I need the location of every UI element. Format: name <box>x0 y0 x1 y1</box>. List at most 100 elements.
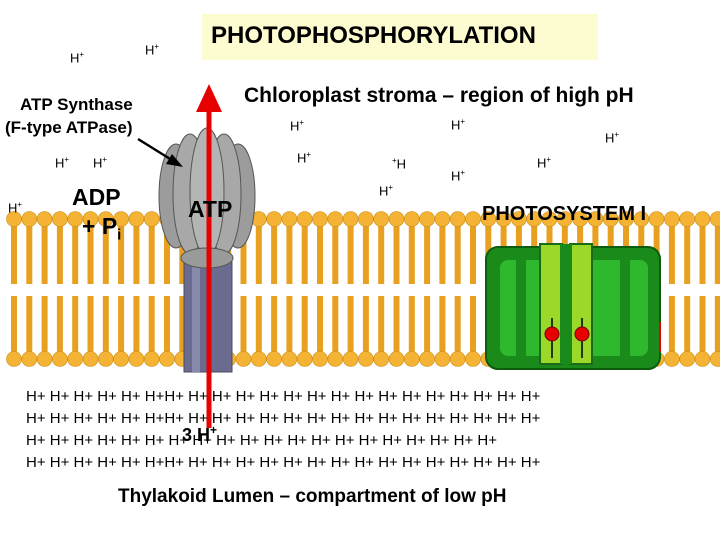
stroma-proton: H+ <box>290 118 305 134</box>
lipid-tail <box>179 296 186 356</box>
photosystem-i-complex <box>485 243 661 370</box>
photosystem-cofactor-right <box>574 326 590 342</box>
lipid-tail <box>133 222 140 284</box>
lipid-tail <box>347 222 354 284</box>
lipid-tail <box>393 222 400 284</box>
lipid-tail <box>148 222 155 284</box>
lipid-tail <box>362 296 369 356</box>
lipid-head <box>143 351 160 367</box>
lipid-tail <box>286 296 293 356</box>
stroma-label: Chloroplast stroma – region of high pH <box>244 84 634 107</box>
lipid-head <box>419 211 435 227</box>
lipid-head <box>82 351 99 367</box>
three-proton-sup: + <box>210 423 218 437</box>
lipid-head <box>296 351 313 367</box>
stroma-proton: H+ <box>379 183 394 199</box>
photosystem-cofactor-left <box>544 326 560 342</box>
lipid-head <box>710 351 720 367</box>
lipid-head <box>21 211 38 227</box>
lipid-tail <box>26 296 33 356</box>
lipid-head <box>67 351 83 367</box>
stroma-proton: H+ <box>451 168 466 184</box>
lipid-tail <box>56 296 63 356</box>
lipid-tail <box>714 222 720 284</box>
lipid-tail <box>668 222 675 284</box>
lipid-tail <box>347 296 354 356</box>
lipid-tail <box>699 296 706 356</box>
stroma-proton: H+ <box>93 155 108 171</box>
lipid-tail <box>72 296 79 356</box>
lipid-head <box>36 211 53 227</box>
lipid-tail <box>454 296 461 356</box>
lumen-proton-row: H+ H+ H+ H+ H+ H+H+ H+ H+ H+ H+ H+ H+ H+… <box>26 454 541 471</box>
synthase-label-line1: ATP Synthase <box>20 95 133 114</box>
lipid-tail <box>255 296 262 356</box>
lipid-head <box>495 211 512 227</box>
lipid-tail <box>87 222 94 284</box>
lipid-tail <box>699 222 706 284</box>
lipid-head <box>6 351 22 367</box>
lipid-head <box>388 211 405 227</box>
lipid-head <box>694 211 711 227</box>
lipid-tail <box>102 296 109 356</box>
lipid-tail <box>301 296 308 356</box>
lipid-tail <box>164 296 170 356</box>
lipid-tail <box>179 222 186 284</box>
lipid-head <box>465 351 481 367</box>
lumen-label: Thylakoid Lumen – compartment of low pH <box>118 486 507 507</box>
lipid-head <box>82 211 99 227</box>
lipid-head <box>358 351 374 367</box>
stroma-proton: H+ <box>297 150 312 166</box>
lipid-head <box>327 351 344 367</box>
lipid-tail <box>378 222 385 284</box>
lipid-tail <box>240 296 247 356</box>
lipid-head <box>358 211 374 227</box>
lipid-head <box>312 351 328 367</box>
stroma-proton: +H <box>392 156 407 172</box>
lipid-tail <box>668 296 675 356</box>
lipid-tail <box>56 222 63 284</box>
stroma-proton: H+ <box>537 155 552 171</box>
lipid-head <box>250 351 267 367</box>
phosphate-text: + P <box>82 213 118 239</box>
lipid-tail <box>286 222 293 284</box>
lipid-head <box>679 211 696 227</box>
lipid-head <box>281 351 298 367</box>
lipid-head <box>572 211 588 227</box>
stroma-proton: H+ <box>605 130 620 146</box>
lipid-tail <box>317 296 323 356</box>
lipid-tail <box>118 296 125 356</box>
lipid-tail <box>26 222 33 284</box>
lipid-tail <box>41 296 48 356</box>
lipid-head <box>281 211 298 227</box>
lipid-head <box>648 211 665 227</box>
lipid-head <box>296 211 313 227</box>
lipid-tail <box>470 296 476 356</box>
stroma-proton: H+ <box>451 117 466 133</box>
lipid-tail <box>332 222 339 284</box>
lipid-tail <box>714 296 720 356</box>
lipid-tail <box>439 222 446 284</box>
diagram-title: PHOTOPHOSPHORYLATION <box>211 22 536 49</box>
lipid-head <box>235 351 252 367</box>
stroma-proton: H+ <box>70 50 85 66</box>
three-proton-text: 3 H <box>182 425 211 445</box>
lipid-head <box>342 211 359 227</box>
lipid-head <box>159 351 175 367</box>
lipid-tail <box>164 222 170 284</box>
lipid-head <box>694 351 711 367</box>
photosystem-label: PHOTOSYSTEM I <box>482 203 647 225</box>
lipid-tail <box>439 296 446 356</box>
lipid-head <box>36 351 53 367</box>
lipid-head <box>266 351 282 367</box>
lipid-tail <box>11 222 17 284</box>
lipid-head <box>480 211 497 227</box>
lipid-head <box>113 351 129 367</box>
lipid-head <box>52 351 68 367</box>
lipid-tail <box>470 222 476 284</box>
lipid-tail <box>271 296 278 356</box>
phosphate-subscript: i <box>117 226 122 244</box>
lipid-tail <box>102 222 109 284</box>
lipid-head <box>21 351 38 367</box>
